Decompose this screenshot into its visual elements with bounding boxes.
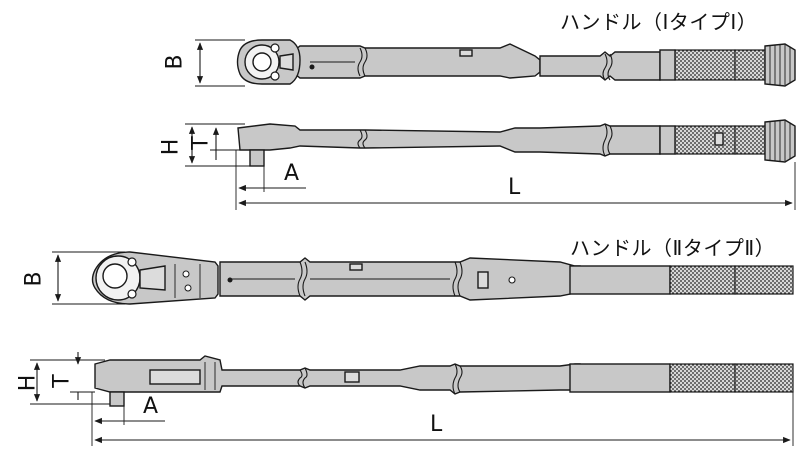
type2-dim-h: H (15, 374, 41, 392)
type1-dim-b: B (162, 54, 188, 70)
type1-title: ハンドル（ⅠタイプⅠ） (560, 10, 758, 34)
type1-side-view (185, 119, 796, 210)
type2-side-view (30, 352, 794, 446)
type1-side-grip (674, 125, 736, 155)
type2-dim-b: B (21, 271, 47, 287)
type1-top-grip (674, 49, 736, 81)
type1-dim-a: A (284, 161, 300, 186)
type2-side-grip (669, 363, 736, 393)
type2-top-grip (669, 265, 736, 295)
type1-dim-l: L (508, 175, 521, 200)
type2-title: ハンドル（ⅡタイプⅡ） (570, 236, 776, 260)
type1-square-drive (249, 149, 265, 167)
type2-top-view (52, 251, 794, 305)
type1-top-view (195, 39, 796, 87)
type2-square-drive (109, 391, 125, 407)
type1-dim-t: T (188, 136, 214, 150)
type2-dim-a: A (143, 394, 159, 419)
type2-dim-l: L (430, 412, 443, 437)
type1-dim-h: H (158, 138, 184, 156)
type2-dim-t: T (49, 374, 75, 388)
